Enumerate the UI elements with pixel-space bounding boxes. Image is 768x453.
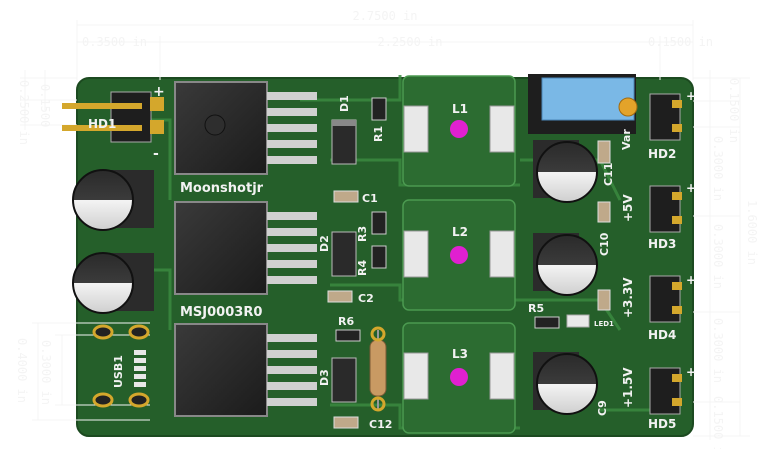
capacitor-c9: C9	[533, 352, 609, 416]
label-r4: R4	[356, 260, 369, 276]
label-r5: R5	[528, 302, 544, 315]
header-hd3[interactable]: HD3 +	[648, 181, 696, 251]
label-part: MSJ0003R0	[180, 305, 262, 320]
label-1v5: +1.5V	[621, 367, 635, 408]
header-hd4[interactable]: HD4 +	[648, 273, 696, 342]
label-r3: R3	[356, 226, 369, 242]
label-r6: R6	[338, 315, 354, 328]
dimension-labels: 2.7500 in 0.3500 in 2.2500 in 0.1500 in …	[15, 9, 759, 453]
label-hd2-plus: +	[686, 89, 696, 103]
resistor-r3: R3	[356, 211, 387, 242]
label-l1: L1	[452, 102, 468, 116]
label-c1: C1	[362, 192, 378, 205]
capacitor-left-bottom	[72, 252, 154, 314]
dim-right-offset: 0.1500 in	[648, 35, 713, 49]
small-caps-right	[597, 140, 611, 311]
label-hd2: HD2	[648, 147, 676, 161]
led1: LED1	[566, 314, 614, 328]
resistor-axial	[369, 326, 387, 412]
inductor-l3: L3	[403, 347, 515, 400]
label-3v3: +3.3V	[621, 277, 635, 318]
label-usb1: USB1	[112, 355, 125, 388]
label-l3: L3	[452, 347, 468, 361]
label-led1: LED1	[594, 320, 614, 328]
capacitor-c10: C10	[533, 232, 611, 296]
inductor-l1: L1	[403, 102, 515, 153]
dim-overall-width: 2.7500 in	[352, 9, 417, 23]
dim-right-d: 0.1500 in	[711, 396, 725, 449]
usb-connector[interactable]: USB1	[92, 324, 150, 408]
label-c9: C9	[596, 400, 609, 416]
label-r1: R1	[372, 126, 385, 142]
regulator-3	[174, 323, 317, 417]
dim-overall-height: 1.6000 in	[745, 200, 759, 265]
label-brand: Moonshotjr	[180, 181, 264, 196]
potentiometer[interactable]: Var	[528, 74, 638, 150]
dim-left-offset: 0.3500 in	[82, 35, 147, 49]
diode-d3: D3	[318, 357, 357, 403]
label-hd5-plus: +	[686, 365, 696, 379]
label-hd1-plus: +	[153, 84, 165, 100]
label-l2: L2	[452, 225, 468, 239]
label-hd4: HD4	[648, 328, 676, 342]
label-d1: D1	[338, 95, 351, 112]
label-hd1-minus: -	[153, 146, 159, 162]
dim-right-b: 0.3000 in	[711, 224, 725, 289]
dim-usb-inner: 0.3000 in	[39, 340, 53, 405]
capacitor-c12: C12	[333, 416, 392, 431]
regulator-1	[174, 81, 317, 175]
label-hd3-plus: +	[686, 181, 696, 195]
diode-d1: D1	[331, 95, 357, 165]
label-c10: C10	[598, 232, 611, 256]
regulator-2	[174, 201, 317, 295]
label-c11: C11	[602, 163, 615, 186]
label-hd3: HD3	[648, 237, 676, 251]
capacitor-c1: C1	[333, 190, 378, 205]
header-hd2[interactable]: HD2 +	[648, 89, 696, 161]
dim-left-top-a: 0.1500	[38, 84, 52, 127]
label-var: Var	[620, 129, 633, 150]
capacitor-c2: C2	[327, 290, 374, 305]
resistor-r5: R5	[528, 302, 560, 329]
resistor-r4: R4	[356, 245, 387, 276]
header-hd1[interactable]: HD1 + -	[62, 84, 165, 162]
capacitor-left-top	[72, 169, 154, 231]
dim-right-c: 0.3000 in	[711, 318, 725, 383]
label-c12: C12	[369, 418, 392, 431]
dim-mid-width: 2.2500 in	[377, 35, 442, 49]
diode-d2: D2	[318, 231, 357, 277]
label-hd1: HD1	[88, 117, 116, 131]
label-c2: C2	[358, 292, 374, 305]
dim-usb-outer: 0.4000 in	[15, 338, 29, 403]
resistor-r1: R1	[371, 97, 387, 142]
label-d2: D2	[318, 235, 331, 252]
resistor-r6: R6	[335, 315, 361, 342]
dim-right-top: 0.1500 in	[727, 78, 741, 143]
header-hd5[interactable]: HD5 +	[648, 365, 696, 431]
dim-right-a: 0.3000 in	[711, 136, 725, 201]
dim-left-top-b: 0.2500 in	[17, 80, 31, 145]
label-hd4-plus: +	[686, 273, 696, 287]
label-hd5: HD5	[648, 417, 676, 431]
inductor-l2: L2	[403, 225, 515, 278]
label-d3: D3	[318, 369, 331, 386]
label-5v: +5V	[621, 194, 635, 222]
dimension-lines	[20, 20, 750, 440]
capacitor-c11: C11	[533, 140, 615, 203]
